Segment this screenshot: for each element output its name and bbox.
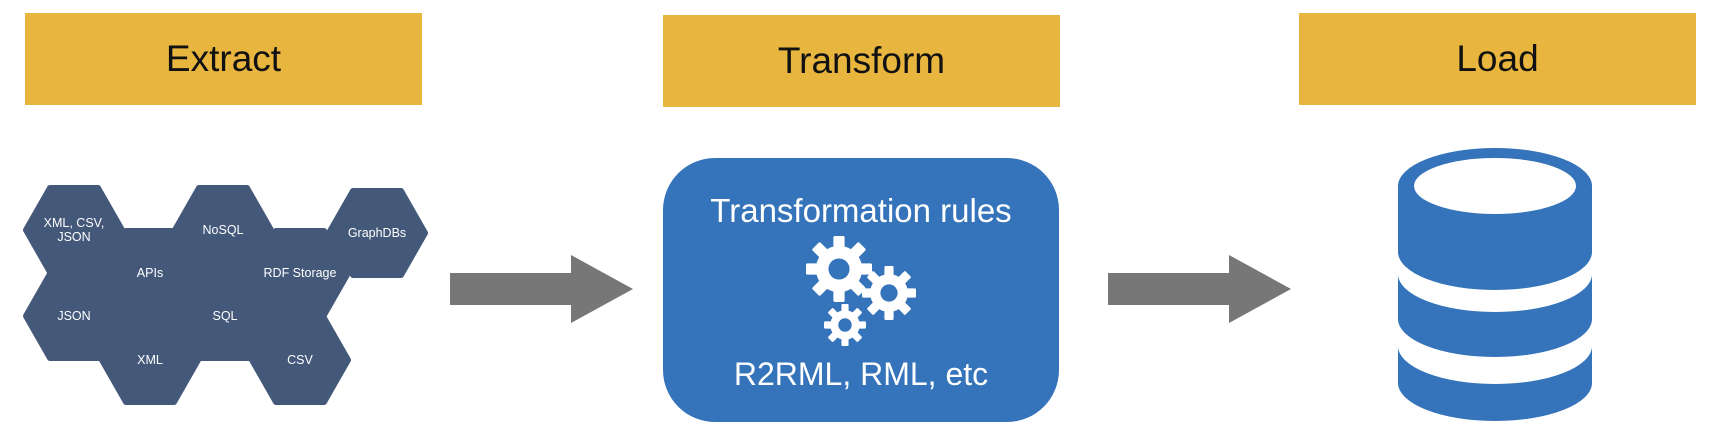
data-source-label: XML xyxy=(137,353,163,367)
gears-icon xyxy=(806,236,916,346)
data-source-hexagon: JSON xyxy=(23,271,125,361)
database-icon xyxy=(1398,148,1592,421)
data-source-hexagon: XML, CSV,JSON xyxy=(23,185,125,275)
data-source-label: JSON xyxy=(57,309,90,323)
data-source-label: NoSQL xyxy=(203,223,244,237)
data-source-label: CSV xyxy=(287,353,313,367)
data-source-label: RDF Storage xyxy=(264,266,337,280)
transformation-rules-title: Transformation rules xyxy=(710,192,1012,229)
load-title: Load xyxy=(1456,38,1539,79)
data-source-label: XML, CSV,JSON xyxy=(44,216,105,244)
data-source-hexagon: GraphDBs xyxy=(326,188,428,278)
data-source-label: SQL xyxy=(212,309,237,323)
extract-title: Extract xyxy=(165,38,282,79)
extract-banner: Extract xyxy=(25,13,422,105)
data-source-hexagon: CSV xyxy=(249,315,351,405)
transformation-rules-box: Transformation rules R2RML, R xyxy=(663,158,1059,422)
right-arrow-icon xyxy=(450,255,633,323)
data-source-hexagon: RDF Storage xyxy=(249,228,351,318)
data-source-hexagon: SQL xyxy=(174,271,276,361)
load-banner: Load xyxy=(1299,13,1696,105)
transform-title: Transform xyxy=(777,40,946,81)
data-source-label: GraphDBs xyxy=(348,226,406,240)
data-source-label: APIs xyxy=(137,266,163,280)
transform-banner: Transform xyxy=(663,15,1060,107)
right-arrow-icon xyxy=(1108,255,1291,323)
transformation-languages: R2RML, RML, etc xyxy=(733,356,989,392)
data-source-hexagon: XML xyxy=(99,315,201,405)
